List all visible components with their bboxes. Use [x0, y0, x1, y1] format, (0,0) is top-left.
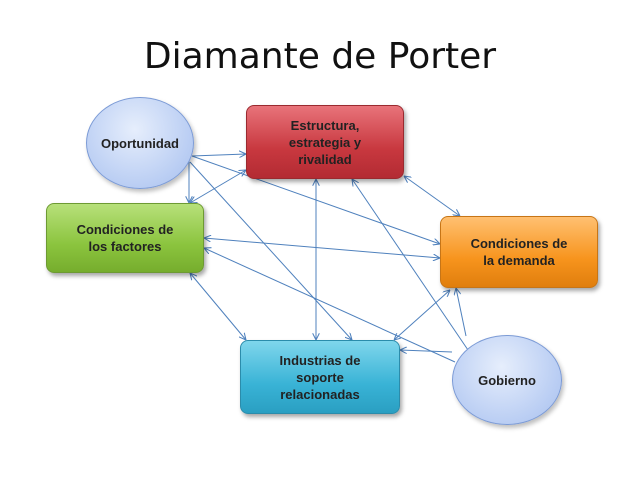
node-industrias-soporte: Industrias de soporte relacionadas [240, 340, 400, 414]
node-estructura-estrategia-rivalidad: Estructura, estrategia y rivalidad [246, 105, 404, 179]
node-industrias-label: Industrias de soporte relacionadas [279, 352, 361, 402]
connector-gobierno-factores [204, 248, 456, 363]
page-title: Diamante de Porter [143, 36, 497, 77]
connector-demanda-industrias [394, 290, 450, 340]
connector-gobierno-demanda [456, 288, 467, 337]
connector-factores-industrias [190, 273, 246, 340]
node-condiciones-factores: Condiciones de los factores [46, 203, 204, 273]
node-factores-label: Condiciones de los factores [76, 222, 174, 254]
node-oportunidad: Oportunidad [86, 97, 194, 189]
node-estructura-label: Estructura, estrategia y rivalidad [288, 117, 362, 167]
node-gobierno-label: Gobierno [478, 372, 536, 388]
connector-estructura-factores [190, 170, 246, 203]
connector-estructura-demanda [404, 176, 460, 216]
connector-gobierno-industrias [400, 350, 453, 352]
connector-oportunidad-estructura [191, 154, 246, 156]
node-oportunidad-label: Oportunidad [101, 135, 179, 151]
node-condiciones-demanda: Condiciones de la demanda [440, 216, 598, 288]
node-demanda-label: Condiciones de la demanda [470, 236, 568, 268]
connector-factores-demanda [204, 238, 440, 258]
node-gobierno: Gobierno [452, 335, 562, 425]
